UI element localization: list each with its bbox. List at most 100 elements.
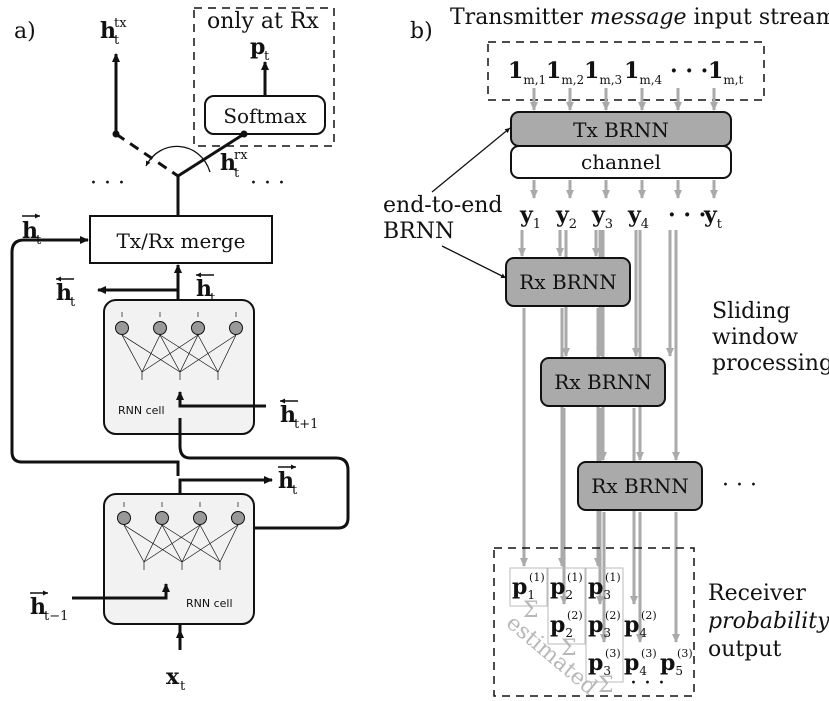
rnn-cell-bottom-label: RNN cell — [186, 597, 233, 610]
receiver-label-2: probability — [708, 609, 829, 634]
rx-brnn-box-3 — [577, 461, 703, 511]
h-tx-label: h — [100, 18, 116, 44]
prob-estimate-5: p3(2) — [588, 609, 621, 640]
rnn-cell-top-label: RNN cell — [118, 404, 165, 417]
rnn-cell-bottom-network — [117, 502, 245, 570]
switch-rx-node — [240, 130, 248, 138]
rx-brnn-label-1: Rx BRNN — [519, 270, 616, 294]
fw-prev-label: h — [30, 594, 46, 620]
sliding-label-1: Sliding — [712, 299, 791, 324]
sliding-label-2: window — [712, 325, 798, 350]
y-symbol-3: y3 — [591, 202, 613, 232]
bw-left-sub: t — [70, 295, 76, 310]
sigma-3: Σ — [598, 673, 614, 698]
h-rx-sup: rx — [234, 148, 248, 163]
rnn-cell-top-network — [115, 312, 243, 380]
probability-estimates: p1(1)p2(1)p3(1)p2(2)p3(2)p4(2)p3(3)p4(3)… — [512, 571, 693, 678]
fw-h-label: h — [22, 218, 38, 244]
y-symbol-4: y4 — [627, 202, 649, 232]
input-symbol-1: 1m,1 — [508, 58, 546, 87]
switch-rx-line — [177, 132, 245, 178]
softmax-label: Softmax — [223, 104, 307, 128]
h-tx-sub: t — [114, 33, 120, 48]
p-t-sub: t — [264, 49, 270, 64]
receiver-output-box — [493, 547, 695, 697]
rx-brnn-box-2 — [540, 357, 666, 407]
sigma-2: Σ — [561, 636, 577, 661]
prob-estimate-7: p3(3) — [588, 647, 621, 678]
prob-estimate-8: p4(3) — [624, 647, 657, 678]
x-t-sub: t — [180, 679, 186, 694]
p-t-label: p — [250, 34, 265, 60]
e2e-label-line2: BRNN — [383, 219, 454, 244]
switch-tx-node — [112, 130, 120, 138]
fw-out-label: h — [278, 468, 294, 494]
bw-next-label: h — [280, 402, 296, 428]
panel-b: b) Transmitter message input stream 1m,1… — [383, 5, 829, 700]
switch-arc — [145, 145, 211, 173]
channel-label: channel — [581, 150, 661, 174]
rx-brnn-label-3: Rx BRNN — [591, 474, 688, 498]
rx-brnn-label-2: Rx BRNN — [554, 370, 651, 394]
receiver-label-3: output — [708, 637, 782, 662]
rnn-cell-bottom-box — [103, 493, 255, 625]
e2e-label-line1: end-to-end — [383, 193, 503, 218]
bw-left-label: h — [56, 280, 72, 306]
input-symbol-4: 1m,4 — [624, 58, 663, 87]
channel-box — [510, 145, 732, 179]
y-symbol-5: · · · — [668, 202, 706, 228]
estimate-box-3 — [585, 567, 624, 683]
input-symbol-6: 1m,t — [708, 58, 744, 87]
fw-out-arrow — [178, 476, 273, 494]
estimate-box-2 — [547, 567, 586, 645]
rnn-cell-bottom: RNN cell — [103, 493, 255, 625]
input-arrows — [530, 88, 718, 111]
fw-prev-sub: t−1 — [44, 609, 68, 624]
bw-out-arrow — [97, 286, 180, 300]
bw-next-arrow — [176, 391, 266, 408]
dots-right: · · · — [250, 171, 285, 196]
softmax-box — [204, 95, 326, 135]
bw-mid-label: h — [196, 276, 212, 302]
h-rx-sub: t — [234, 166, 240, 181]
panel-b-title: Transmitter message input stream — [450, 5, 829, 30]
e2e-pointer-tx — [431, 127, 511, 193]
rx-brnn-box-1 — [505, 257, 631, 307]
prob-estimate-3: p3(1) — [588, 571, 621, 602]
only-rx-label: only at Rx — [207, 9, 319, 34]
sigma-1: Σ — [523, 598, 539, 623]
prob-estimate-6: p4(2) — [624, 609, 657, 640]
merge-label: Tx/Rx merge — [116, 229, 245, 253]
merge-box — [89, 215, 273, 264]
fw-out-sub: t — [292, 483, 298, 498]
input-symbol-3: 1m,3 — [584, 58, 622, 87]
input-symbol-2: 1m,2 — [546, 58, 584, 87]
input-symbol-5: · · · — [670, 58, 708, 84]
fw-prev-arrow — [72, 583, 170, 600]
channel-output-arrows — [530, 180, 718, 199]
dots-left: · · · — [90, 171, 125, 196]
e2e-pointer-rx — [441, 245, 507, 279]
x-t-label: x — [166, 664, 180, 690]
prob-estimate-9: p5(3) — [660, 647, 693, 678]
prob-estimate-2: p2(1) — [550, 571, 583, 602]
bw-mid-sub: t — [210, 291, 216, 306]
h-tx-sup: tx — [114, 16, 127, 31]
sliding-label-3: processing — [712, 351, 829, 376]
prob-estimate-4: p2(2) — [550, 609, 583, 640]
forward-feed-line — [10, 236, 180, 476]
bw-next-sub: t+1 — [294, 417, 318, 432]
panel-a-label: a) — [14, 19, 36, 44]
rx-dots: · · · — [722, 473, 757, 498]
y-symbol-1: y1 — [519, 202, 541, 232]
output-dots: · · · — [630, 671, 665, 696]
prob-estimate-1: p1(1) — [512, 571, 545, 602]
rnn-cell-top: RNN cell — [103, 299, 255, 435]
panel-a: a) h t tx only at Rx p t Softmax h t rx … — [10, 7, 350, 694]
estimate-box-1 — [509, 567, 548, 607]
tx-brnn-label: Tx BRNN — [573, 118, 669, 142]
receiver-label-1: Receiver — [708, 581, 806, 606]
y-symbol-2: y2 — [555, 202, 577, 232]
h-rx-label: h — [220, 150, 236, 176]
